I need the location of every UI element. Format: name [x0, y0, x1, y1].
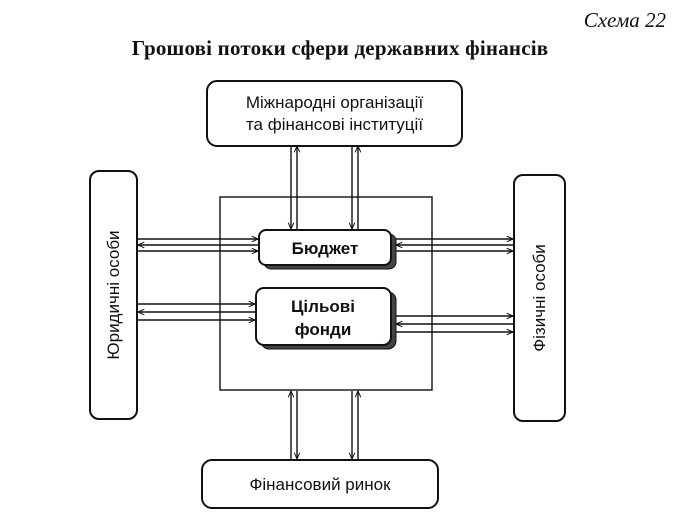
target-funds-label-line1: Цільові — [291, 297, 355, 316]
individuals-label: Фізичні особи — [530, 244, 549, 352]
individuals-box — [513, 174, 566, 422]
target-funds-label-line2: фонди — [295, 320, 352, 339]
financial-market-label: Фінансовий ринок — [249, 475, 391, 494]
target-funds-box — [255, 287, 392, 346]
international-label-line2: та фінансові інституції — [246, 115, 423, 134]
central-sector-frame — [219, 196, 433, 391]
international-label-line1: Міжнародні організації — [246, 93, 424, 112]
budget-box — [258, 229, 392, 266]
scheme-number-label: Схема 22 — [583, 8, 666, 32]
legal-entities-label: Юридичні особи — [104, 230, 123, 359]
legal-entities-box — [89, 170, 138, 420]
international-organizations-box — [206, 80, 463, 147]
diagram-title: Грошові потоки сфери державних фінансів — [131, 36, 549, 60]
financial-market-box — [201, 459, 439, 509]
budget-label: Бюджет — [292, 239, 359, 258]
